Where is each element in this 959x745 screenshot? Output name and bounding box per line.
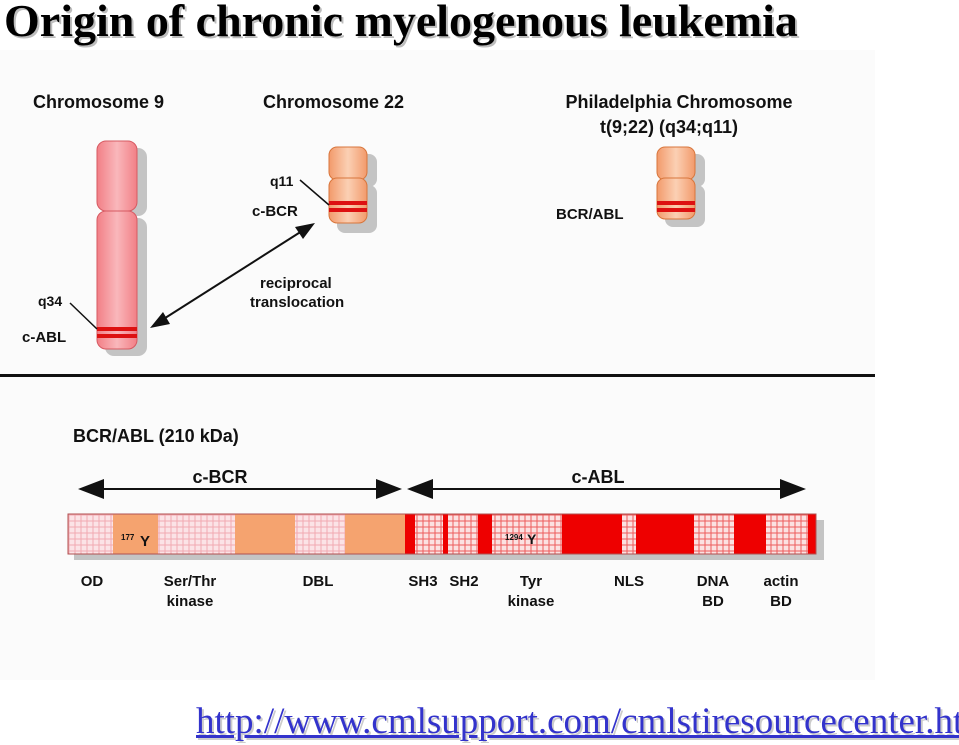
philadelphia-subtitle: t(9;22) (q34;q11)	[600, 117, 738, 137]
chr9-gene-label: c-ABL	[22, 329, 66, 346]
chr22-title: Chromosome 22	[263, 92, 404, 112]
domain-label: Tyr	[520, 573, 542, 590]
slide-title: Origin of chronic myelogenous leukemia	[4, 0, 798, 46]
abl-region-arrow	[407, 479, 806, 499]
domain-label: DBL	[303, 573, 334, 590]
domain-label: BD	[702, 593, 724, 610]
y1294-number: 1294	[505, 533, 523, 542]
domain-label: NLS	[614, 573, 644, 590]
domain-label: Ser/Thr	[164, 573, 217, 590]
panel-divider	[0, 374, 875, 377]
domain-label: actin	[763, 573, 798, 590]
translocation-label-1: reciprocal	[260, 275, 332, 292]
chr9-band-label: q34	[38, 293, 62, 309]
domain-label: OD	[81, 573, 104, 590]
domain-label: kinase	[167, 593, 214, 610]
domain-label: SH2	[449, 573, 478, 590]
chr22-gene-label: c-BCR	[252, 203, 298, 220]
y177-number: 177	[121, 533, 135, 542]
philadelphia-title: Philadelphia Chromosome	[565, 92, 792, 112]
translocation-arrow	[150, 223, 315, 328]
domain-label: DNA	[697, 573, 730, 590]
chromosome-9	[96, 140, 147, 356]
bcr-region-label: c-BCR	[192, 467, 247, 487]
domain-label: SH3	[408, 573, 437, 590]
y1294-symbol: Y	[527, 531, 537, 547]
bcr-abl-gene-label: BCR/ABL	[556, 206, 624, 223]
domain-label: BD	[770, 593, 792, 610]
cml-diagram: Chromosome 9 Chromosome 22 Philadelphia …	[0, 50, 875, 680]
abl-region-label: c-ABL	[572, 467, 625, 487]
domain-labels: OD Ser/Thr kinase DBL SH3 SH2 Tyr kinase…	[81, 573, 799, 610]
chr9-title: Chromosome 9	[33, 92, 164, 112]
source-link[interactable]: http://www.cmlsupport.com/cmlstiresource…	[196, 701, 959, 742]
protein-title: BCR/ABL (210 kDa)	[73, 426, 239, 446]
bcr-region-arrow	[78, 479, 402, 499]
bcr-abl-protein-bar	[67, 513, 824, 560]
translocation-label-2: translocation	[250, 294, 344, 311]
chromosome-22	[328, 146, 377, 233]
chr22-band-label: q11	[270, 173, 294, 189]
domain-label: kinase	[508, 593, 555, 610]
y177-symbol: Y	[140, 533, 150, 550]
philadelphia-chromosome	[656, 146, 705, 227]
